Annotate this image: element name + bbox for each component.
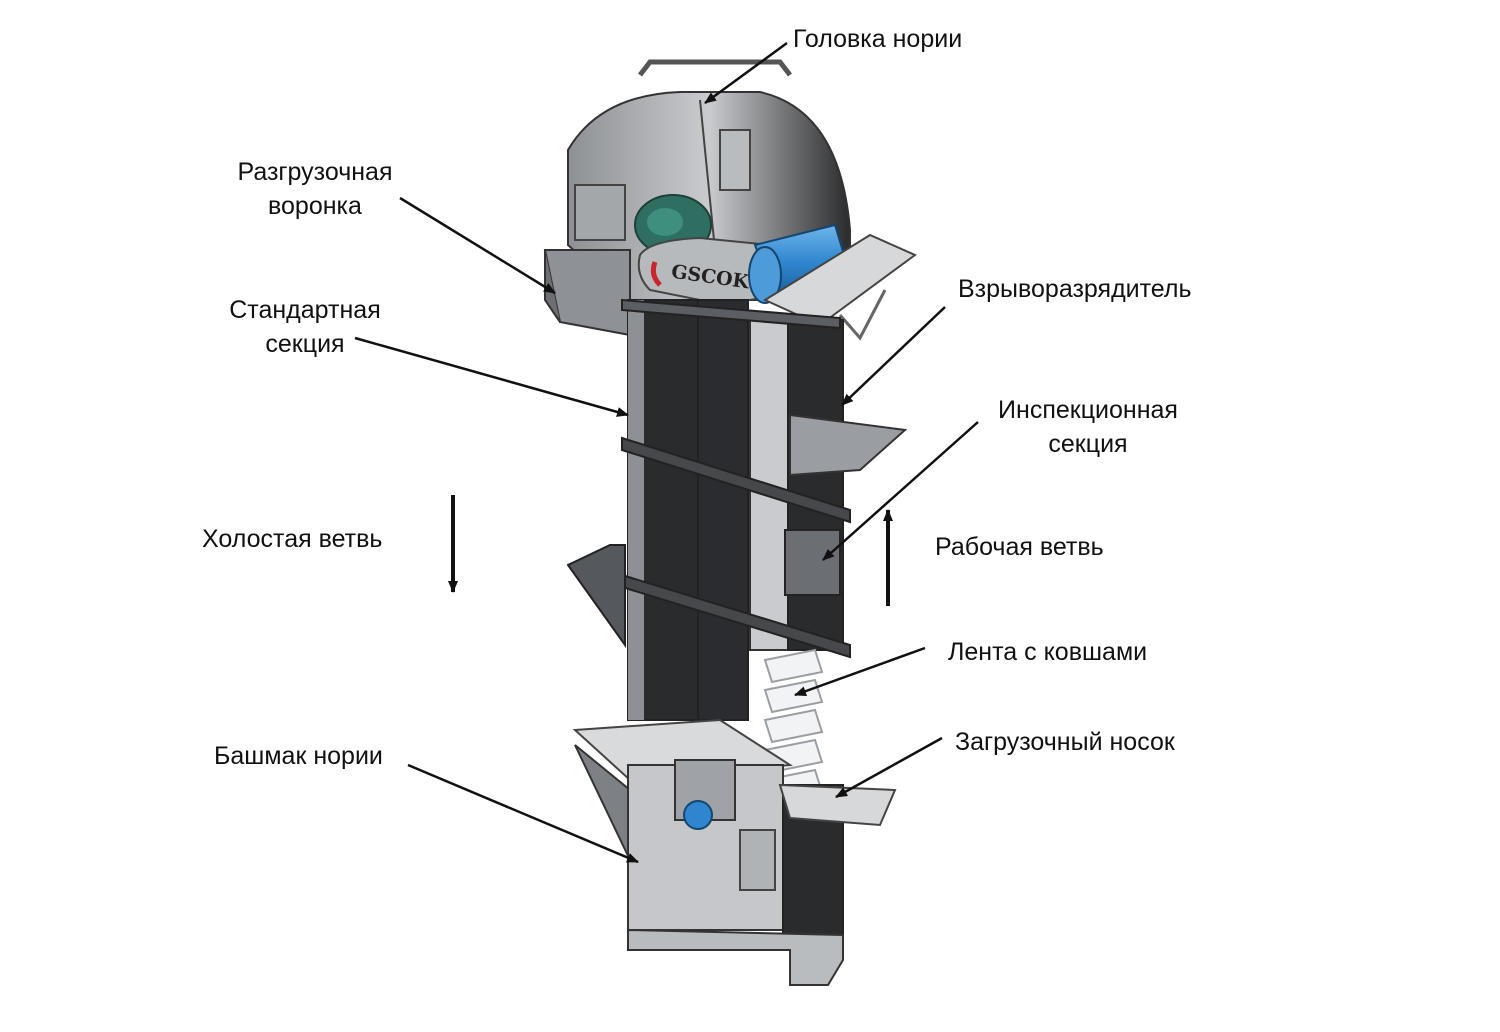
label-standard-line2: секция xyxy=(265,330,345,358)
label-belt-buckets-text: Лента с ковшами xyxy=(948,638,1148,666)
label-inspection-line2: секция xyxy=(1048,430,1128,458)
inlet-spout xyxy=(778,783,897,827)
label-inspection-line1: Инспекционная xyxy=(998,396,1178,424)
label-standard-section: Стандартная секция xyxy=(210,293,400,361)
label-standard-line1: Стандартная xyxy=(229,296,381,324)
label-inlet-spout-text: Загрузочный носок xyxy=(955,728,1175,756)
label-head: Головка нории xyxy=(793,22,962,56)
label-belt-buckets: Лента с ковшами xyxy=(948,635,1147,669)
leader-inlet xyxy=(835,736,943,799)
elevator-illustration: GSCOK xyxy=(543,59,917,986)
discharge-spout xyxy=(543,249,631,337)
leader-belt xyxy=(794,646,926,697)
label-discharge-line2: воронка xyxy=(268,192,362,220)
label-working-leg: Рабочая ветвь xyxy=(935,530,1104,564)
label-discharge-funnel: Разгрузочная воронка xyxy=(220,155,410,223)
leader-vent xyxy=(841,306,946,406)
explosion-vent xyxy=(789,413,908,477)
leader-standard xyxy=(354,336,629,417)
leader-head xyxy=(704,41,788,105)
elevator-boot xyxy=(572,718,844,986)
side-chute xyxy=(566,544,626,649)
leader-discharge xyxy=(399,196,556,295)
label-return-leg-text: Холостая ветвь xyxy=(202,525,383,553)
label-explosion-vent: Взрыворазрядитель xyxy=(958,272,1191,306)
label-return-leg: Холостая ветвь xyxy=(202,522,382,556)
label-explosion-vent-text: Взрыворазрядитель xyxy=(958,275,1192,303)
label-inlet-spout: Загрузочный носок xyxy=(955,725,1175,759)
drive-guard: GSCOK xyxy=(637,236,783,303)
leader-lines xyxy=(354,41,979,864)
section-flanges xyxy=(621,298,851,659)
label-boot-text: Башмак нории xyxy=(214,742,383,770)
label-inspection-section: Инспекционная секция xyxy=(978,393,1198,461)
inspection-door xyxy=(784,529,841,596)
label-discharge-line1: Разгрузочная xyxy=(237,158,393,186)
label-working-leg-text: Рабочая ветвь xyxy=(935,533,1104,561)
leader-inspection xyxy=(822,421,979,561)
leader-boot xyxy=(407,763,639,864)
label-head-text: Головка нории xyxy=(793,25,963,53)
label-boot: Башмак нории xyxy=(214,739,383,773)
return-leg-casing xyxy=(627,299,749,721)
